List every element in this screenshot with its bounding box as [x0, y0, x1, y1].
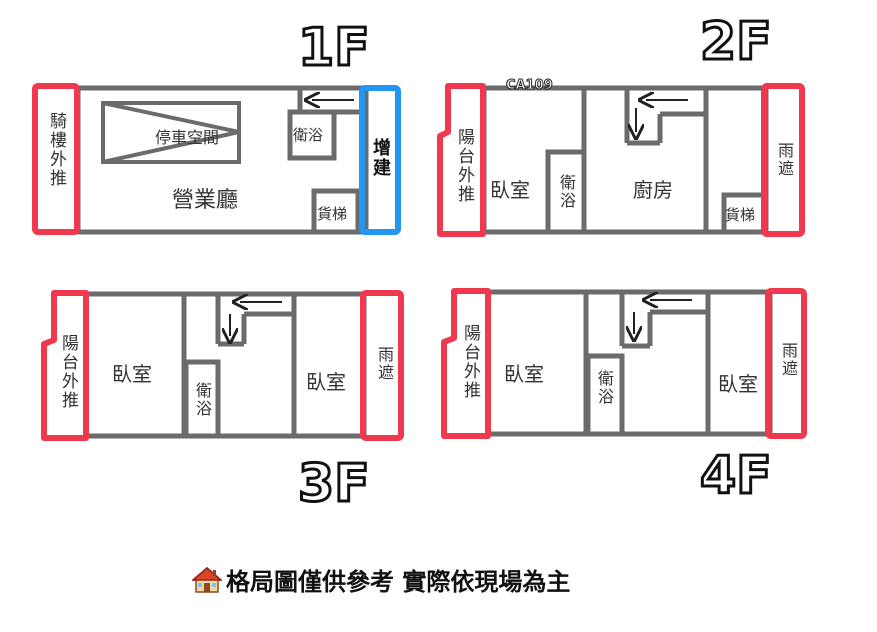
canopy-zone-4f — [765, 288, 807, 439]
bathroom-label-2f: 衛浴 — [557, 174, 576, 210]
balcony-extension-zone-3f — [41, 290, 89, 441]
floor-2f-plan — [481, 85, 769, 235]
balcony-extension-label-4f: 陽台外推 — [460, 324, 480, 400]
parking-space-outline — [101, 101, 241, 164]
freight-lift-label-1f: 貨梯 — [317, 205, 348, 223]
canopy-label-4f: 雨遮 — [779, 342, 798, 378]
floor-title-1f: 1F — [297, 18, 372, 78]
house-icon — [192, 567, 222, 593]
bathroom-label-1f: 衛浴 — [293, 126, 324, 144]
bedroom-label-4f-right: 臥室 — [718, 372, 758, 396]
freight-lift-label-2f: 貨梯 — [725, 206, 756, 224]
balcony-extension-zone-4f — [441, 288, 491, 439]
floor-title-3f: 3F — [297, 454, 372, 514]
canopy-zone-3f — [360, 290, 404, 441]
bedroom-label-3f-right: 臥室 — [306, 370, 346, 394]
extension-label: 增建 — [370, 138, 391, 178]
bathroom-label-3f: 衛浴 — [193, 382, 212, 418]
kitchen-label: 廚房 — [633, 178, 673, 202]
canopy-label-2f: 雨遮 — [775, 142, 794, 178]
balcony-extension-label-3f: 陽台外推 — [58, 334, 78, 410]
floor-title-2f: 2F — [699, 12, 774, 72]
unit-code-label: CA109 — [506, 78, 554, 94]
arcade-extension-zone — [32, 83, 80, 235]
disclaimer-footer: 格局圖僅供參考 實際依現場為主 — [192, 562, 570, 597]
canopy-label-3f: 雨遮 — [375, 346, 394, 382]
building-extension-zone — [359, 85, 401, 235]
arcade-extension-label: 騎樓外推 — [46, 112, 66, 188]
canopy-zone-2f — [761, 83, 805, 237]
bedroom-label-2f: 臥室 — [490, 178, 530, 202]
balcony-extension-zone-2f — [437, 83, 486, 237]
floor-1f-plan — [75, 85, 369, 235]
business-hall-label: 營業廳 — [172, 188, 239, 213]
disclaimer-text: 格局圖僅供參考 實際依現場為主 — [226, 568, 571, 596]
balcony-extension-label-2f: 陽台外推 — [454, 128, 474, 204]
parking-space-label: 停車空間 — [155, 128, 220, 147]
floor-title-4f: 4F — [699, 446, 774, 506]
bathroom-label-4f: 衛浴 — [595, 370, 614, 406]
bedroom-label-3f-left: 臥室 — [112, 362, 152, 386]
bedroom-label-4f-left: 臥室 — [504, 362, 544, 386]
